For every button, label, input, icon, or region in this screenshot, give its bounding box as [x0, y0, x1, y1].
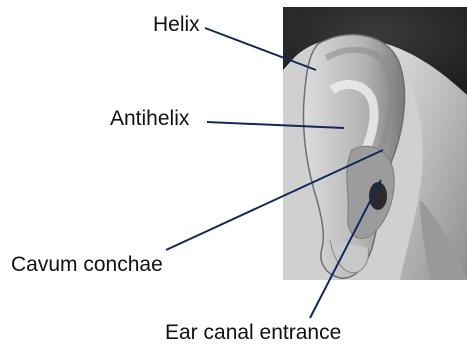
cavum-conchae-label: Cavum conchae — [11, 254, 163, 275]
ear-photo — [283, 7, 467, 280]
antihelix-label: Antihelix — [110, 108, 189, 129]
ear-canal-entrance-label: Ear canal entrance — [165, 322, 341, 343]
helix-label: Helix — [153, 14, 200, 35]
